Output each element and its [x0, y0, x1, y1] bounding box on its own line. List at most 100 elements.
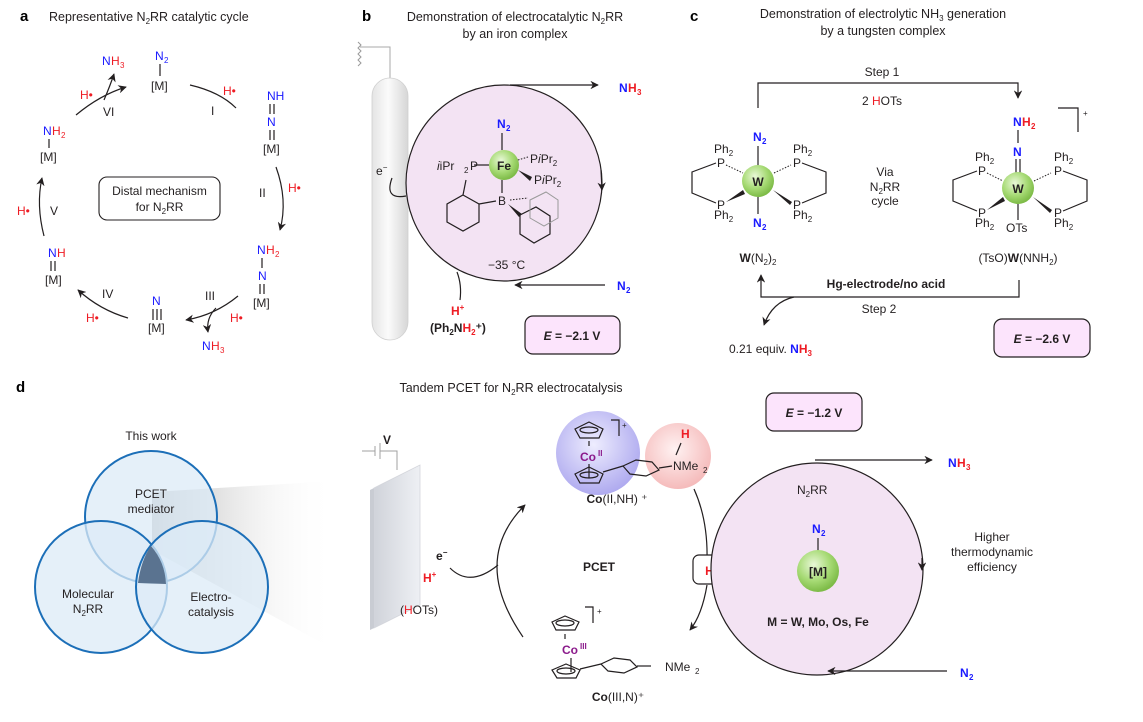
svg-text:NH: NH	[267, 89, 284, 103]
svg-text:efficiency: efficiency	[967, 560, 1017, 574]
svg-text:N: N	[48, 246, 57, 260]
svg-text:Ph2: Ph2	[975, 150, 995, 166]
svg-text:P: P	[793, 156, 801, 170]
svg-text:N: N	[812, 522, 821, 536]
step1-label: Step 1	[865, 65, 900, 79]
arrow-nh3-release	[103, 73, 116, 101]
svg-text:thermodynamic: thermodynamic	[951, 545, 1033, 559]
venn-heading: This work	[125, 429, 177, 443]
svg-text:H: H	[57, 246, 66, 260]
svg-text:3: 3	[120, 61, 125, 70]
svg-text:+: +	[597, 607, 602, 616]
svg-text:for N2RR: for N2RR	[136, 200, 184, 216]
svg-text:H: H	[211, 339, 220, 353]
svg-text:N: N	[1013, 115, 1022, 129]
svg-text:E = −2.6 V: E = −2.6 V	[1014, 332, 1071, 346]
fe-sphere	[489, 150, 519, 180]
species-m-nitride: N [M]	[148, 294, 165, 335]
potential-box-b: E = −2.1 V	[524, 315, 621, 355]
product-nh3-step-vi: N H 3	[102, 54, 125, 70]
efficiency-note: Higher thermodynamic efficiency	[951, 530, 1033, 574]
species-m-n2: N 2 [M]	[151, 49, 169, 93]
h-atom-ii: H•	[288, 181, 301, 195]
step-label-iv: IV	[102, 287, 113, 301]
proton-label-b: H+	[451, 303, 465, 318]
svg-text:Ph2: Ph2	[975, 216, 995, 232]
w-sphere-right	[1002, 172, 1034, 204]
svg-text:V: V	[383, 433, 391, 447]
svg-text:N: N	[753, 216, 762, 230]
svg-text:2: 2	[695, 667, 700, 676]
arrow-step-v	[36, 177, 45, 237]
species-m-imide: N H [M]	[45, 246, 66, 287]
cobaltocene-amine-complex: + Co II H NMe 2	[556, 411, 711, 495]
panel-c-title-line2: by a tungsten complex	[820, 24, 946, 38]
cobaltocenium-amine-complex: + Co III NMe 2	[551, 606, 700, 679]
svg-text:H: H	[1022, 115, 1031, 129]
complex2-label: (TsO)W(NNH2)	[978, 251, 1057, 267]
svg-text:N: N	[497, 117, 506, 131]
arrow-step-iv	[77, 289, 129, 319]
n2rr-heading: N2RR	[797, 483, 828, 499]
step-label-v: V	[50, 204, 58, 218]
svg-text:N: N	[155, 49, 164, 63]
svg-text:N: N	[619, 81, 628, 95]
species-m-amide: N H 2 [M]	[40, 124, 66, 164]
d-reactant-n2: N 2	[960, 666, 974, 682]
svg-text:Molecular: Molecular	[62, 587, 114, 601]
svg-text:PiPr2: PiPr2	[534, 173, 562, 189]
acid-label-b: (Ph2NH2⁺)	[430, 321, 486, 337]
step-label-vi: VI	[103, 105, 114, 119]
svg-text:B: B	[498, 194, 506, 208]
electrode	[357, 41, 409, 341]
svg-text:H: H	[628, 81, 637, 95]
d-product-nh3: N H 3	[948, 456, 971, 472]
electron-label-d: e−	[436, 548, 448, 563]
proton-transfer-line	[456, 271, 462, 301]
arrow-nh3-release-iii	[202, 307, 217, 333]
svg-text:iiPr: iiPr	[437, 159, 454, 173]
svg-text:[M]: [M]	[151, 79, 168, 93]
arrow-step-vi	[75, 85, 127, 116]
w-sphere-left	[742, 165, 774, 197]
svg-text:Ph2: Ph2	[793, 142, 813, 158]
pcet-curve-bottom-right	[689, 584, 708, 631]
cycle-direction-arrow	[597, 169, 606, 191]
svg-text:E = −2.1 V: E = −2.1 V	[544, 329, 601, 343]
h-atom-vi: H•	[80, 88, 93, 102]
svg-text:N: N	[257, 243, 266, 257]
svg-text:E = −1.2 V: E = −1.2 V	[786, 406, 843, 420]
arrow-step-i	[189, 84, 237, 109]
generic-metal-catalyst: N 2 [M]	[797, 522, 839, 592]
venn-circle-electrocatalysis	[135, 520, 269, 654]
svg-text:mediator: mediator	[128, 502, 175, 516]
svg-text:NMe: NMe	[665, 660, 691, 674]
svg-text:P: P	[978, 206, 986, 220]
svg-text:[M]: [M]	[253, 296, 270, 310]
species-m-nnh: NH N [M]	[263, 89, 284, 156]
complex1-label: W(N2)2	[740, 251, 777, 267]
ammonia-yield: 0.21 equiv. NH3	[729, 342, 813, 358]
complex-top-label: Co(II,NH) ⁺	[587, 492, 648, 506]
svg-text:2: 2	[762, 137, 767, 146]
svg-text:N: N	[43, 124, 52, 138]
svg-text:[M]: [M]	[809, 565, 827, 579]
svg-text:N2RR: N2RR	[797, 483, 828, 499]
distal-mechanism-box: Distal mechanism for N2RR	[98, 176, 221, 221]
fe-complex: N 2 Fe iiPr P 2 PiPr2 PiPr2 B	[437, 117, 562, 244]
svg-text:[M]: [M]	[263, 142, 280, 156]
tungsten-hydrazido-complex: N H 2 N W OTs + Ph2 P P Ph2 Ph2 P P	[952, 107, 1088, 235]
svg-text:Fe: Fe	[497, 159, 511, 173]
via-n2rr-cycle-label: Via N2RR cycle	[870, 165, 901, 208]
venn-diagram: This work PCET mediator Molecular N2RR E…	[34, 429, 269, 654]
complex-bottom-label: Co(III,N)⁺	[592, 690, 644, 704]
h-atom-i: H•	[223, 84, 236, 98]
step1-reagent: 2 HOTs	[862, 94, 902, 108]
svg-text:[M]: [M]	[148, 321, 165, 335]
svg-text:Ph2: Ph2	[714, 142, 734, 158]
species-m-nnh2: N H 2 N [M]	[253, 243, 280, 310]
electron-label-b: e−	[376, 163, 388, 178]
svg-text:W: W	[752, 175, 764, 189]
acid-label-d: (HOTs)	[400, 603, 438, 617]
svg-text:3: 3	[220, 346, 225, 355]
